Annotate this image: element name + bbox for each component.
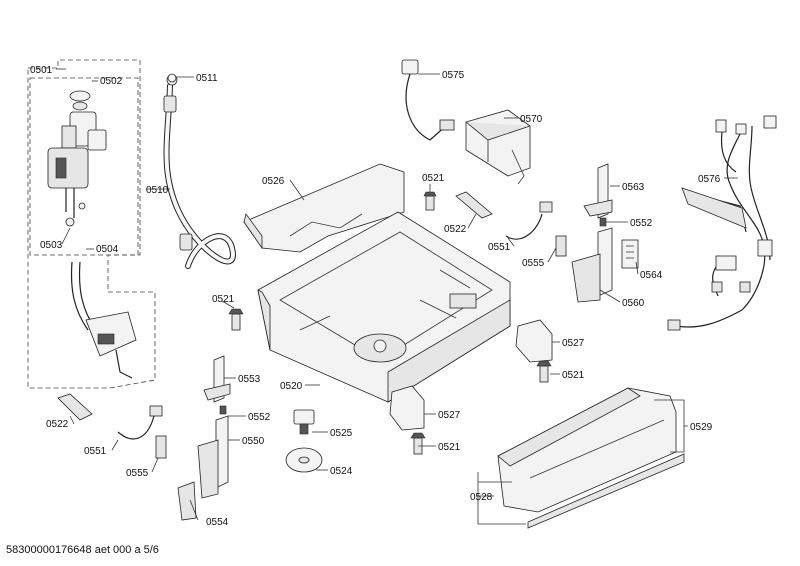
label-0521-b: 0521 [212, 294, 235, 305]
part-labels: 0501 0502 0503 0504 0510 0511 0526 0520 … [30, 65, 721, 528]
strip-0528 [527, 453, 685, 529]
clip-0555-lower [155, 435, 167, 459]
screw-0521-a [423, 191, 437, 211]
label-0528: 0528 [470, 492, 493, 503]
label-0552-upper: 0552 [630, 218, 653, 229]
label-0510: 0510 [146, 185, 169, 196]
label-0504: 0504 [96, 244, 119, 255]
label-0551-lower: 0551 [84, 446, 107, 457]
label-0560: 0560 [622, 298, 645, 309]
cable-0551-lower [117, 405, 163, 440]
label-0520: 0520 [280, 381, 303, 392]
label-0550: 0550 [242, 436, 265, 447]
clip-0555-upper [555, 235, 567, 257]
disc-0524 [285, 447, 323, 473]
label-0522-lower: 0522 [46, 419, 69, 430]
label-0551-upper: 0551 [488, 242, 511, 253]
label-0521-c: 0521 [562, 370, 585, 381]
label-0555-lower: 0555 [126, 468, 149, 479]
cable-0575 [401, 59, 455, 141]
label-0521-d: 0521 [438, 442, 461, 453]
label-0525: 0525 [330, 428, 353, 439]
label-0552-lower: 0552 [248, 412, 271, 423]
screw-0521-c [536, 360, 552, 383]
panel-0526 [243, 163, 405, 253]
sensor-0522-upper [455, 191, 493, 219]
label-0563: 0563 [622, 182, 645, 193]
label-0521-a: 0521 [422, 173, 445, 184]
label-0527-center: 0527 [438, 410, 461, 421]
label-0553: 0553 [238, 374, 261, 385]
label-0564: 0564 [640, 270, 663, 281]
valve-assembly [47, 90, 107, 227]
part-0525 [293, 409, 315, 435]
connector-0564 [621, 239, 639, 269]
label-0555-upper: 0555 [522, 258, 545, 269]
label-0524: 0524 [330, 466, 353, 477]
control-module-0570 [465, 109, 531, 185]
label-0511: 0511 [196, 73, 218, 84]
group-0503-outline [29, 77, 139, 256]
clip-0552-upper [599, 217, 607, 227]
screw-0521-d [410, 432, 426, 455]
cable-0551-upper [505, 201, 553, 240]
label-0554: 0554 [206, 517, 229, 528]
label-0529: 0529 [690, 422, 713, 433]
clip-0552-lower [219, 405, 227, 415]
diagram-reference-footer: 58300000176648 aet 000 a 5/6 [6, 544, 159, 556]
label-0501: 0501 [30, 65, 53, 76]
sensor-0522-lower [57, 393, 93, 421]
foot-0527-right [515, 319, 553, 363]
label-0522-upper: 0522 [444, 224, 467, 235]
wiring-harness-0576 [667, 115, 777, 331]
label-0576: 0576 [698, 174, 721, 185]
clamp-0511 [167, 73, 177, 83]
label-0570: 0570 [520, 114, 543, 125]
bracket-0563 [583, 163, 613, 219]
drain-valve-part [70, 261, 137, 379]
foot-0527-center [389, 385, 425, 431]
group-0501-outline [27, 59, 156, 389]
screw-0521-b [228, 308, 244, 331]
label-0527-right: 0527 [562, 338, 585, 349]
bracket-0560 [571, 227, 613, 303]
bracket-0550 [197, 415, 229, 499]
base-tub-0520 [257, 211, 511, 403]
bracket-0553 [203, 355, 231, 403]
label-0575: 0575 [442, 70, 465, 81]
label-0503: 0503 [40, 240, 63, 251]
leader-lines [56, 68, 738, 525]
label-0502: 0502 [100, 76, 123, 87]
label-0526: 0526 [262, 176, 285, 187]
kick-plate-0529 [497, 387, 677, 513]
hose-0510 [163, 74, 236, 269]
bracket-0554 [177, 481, 197, 521]
